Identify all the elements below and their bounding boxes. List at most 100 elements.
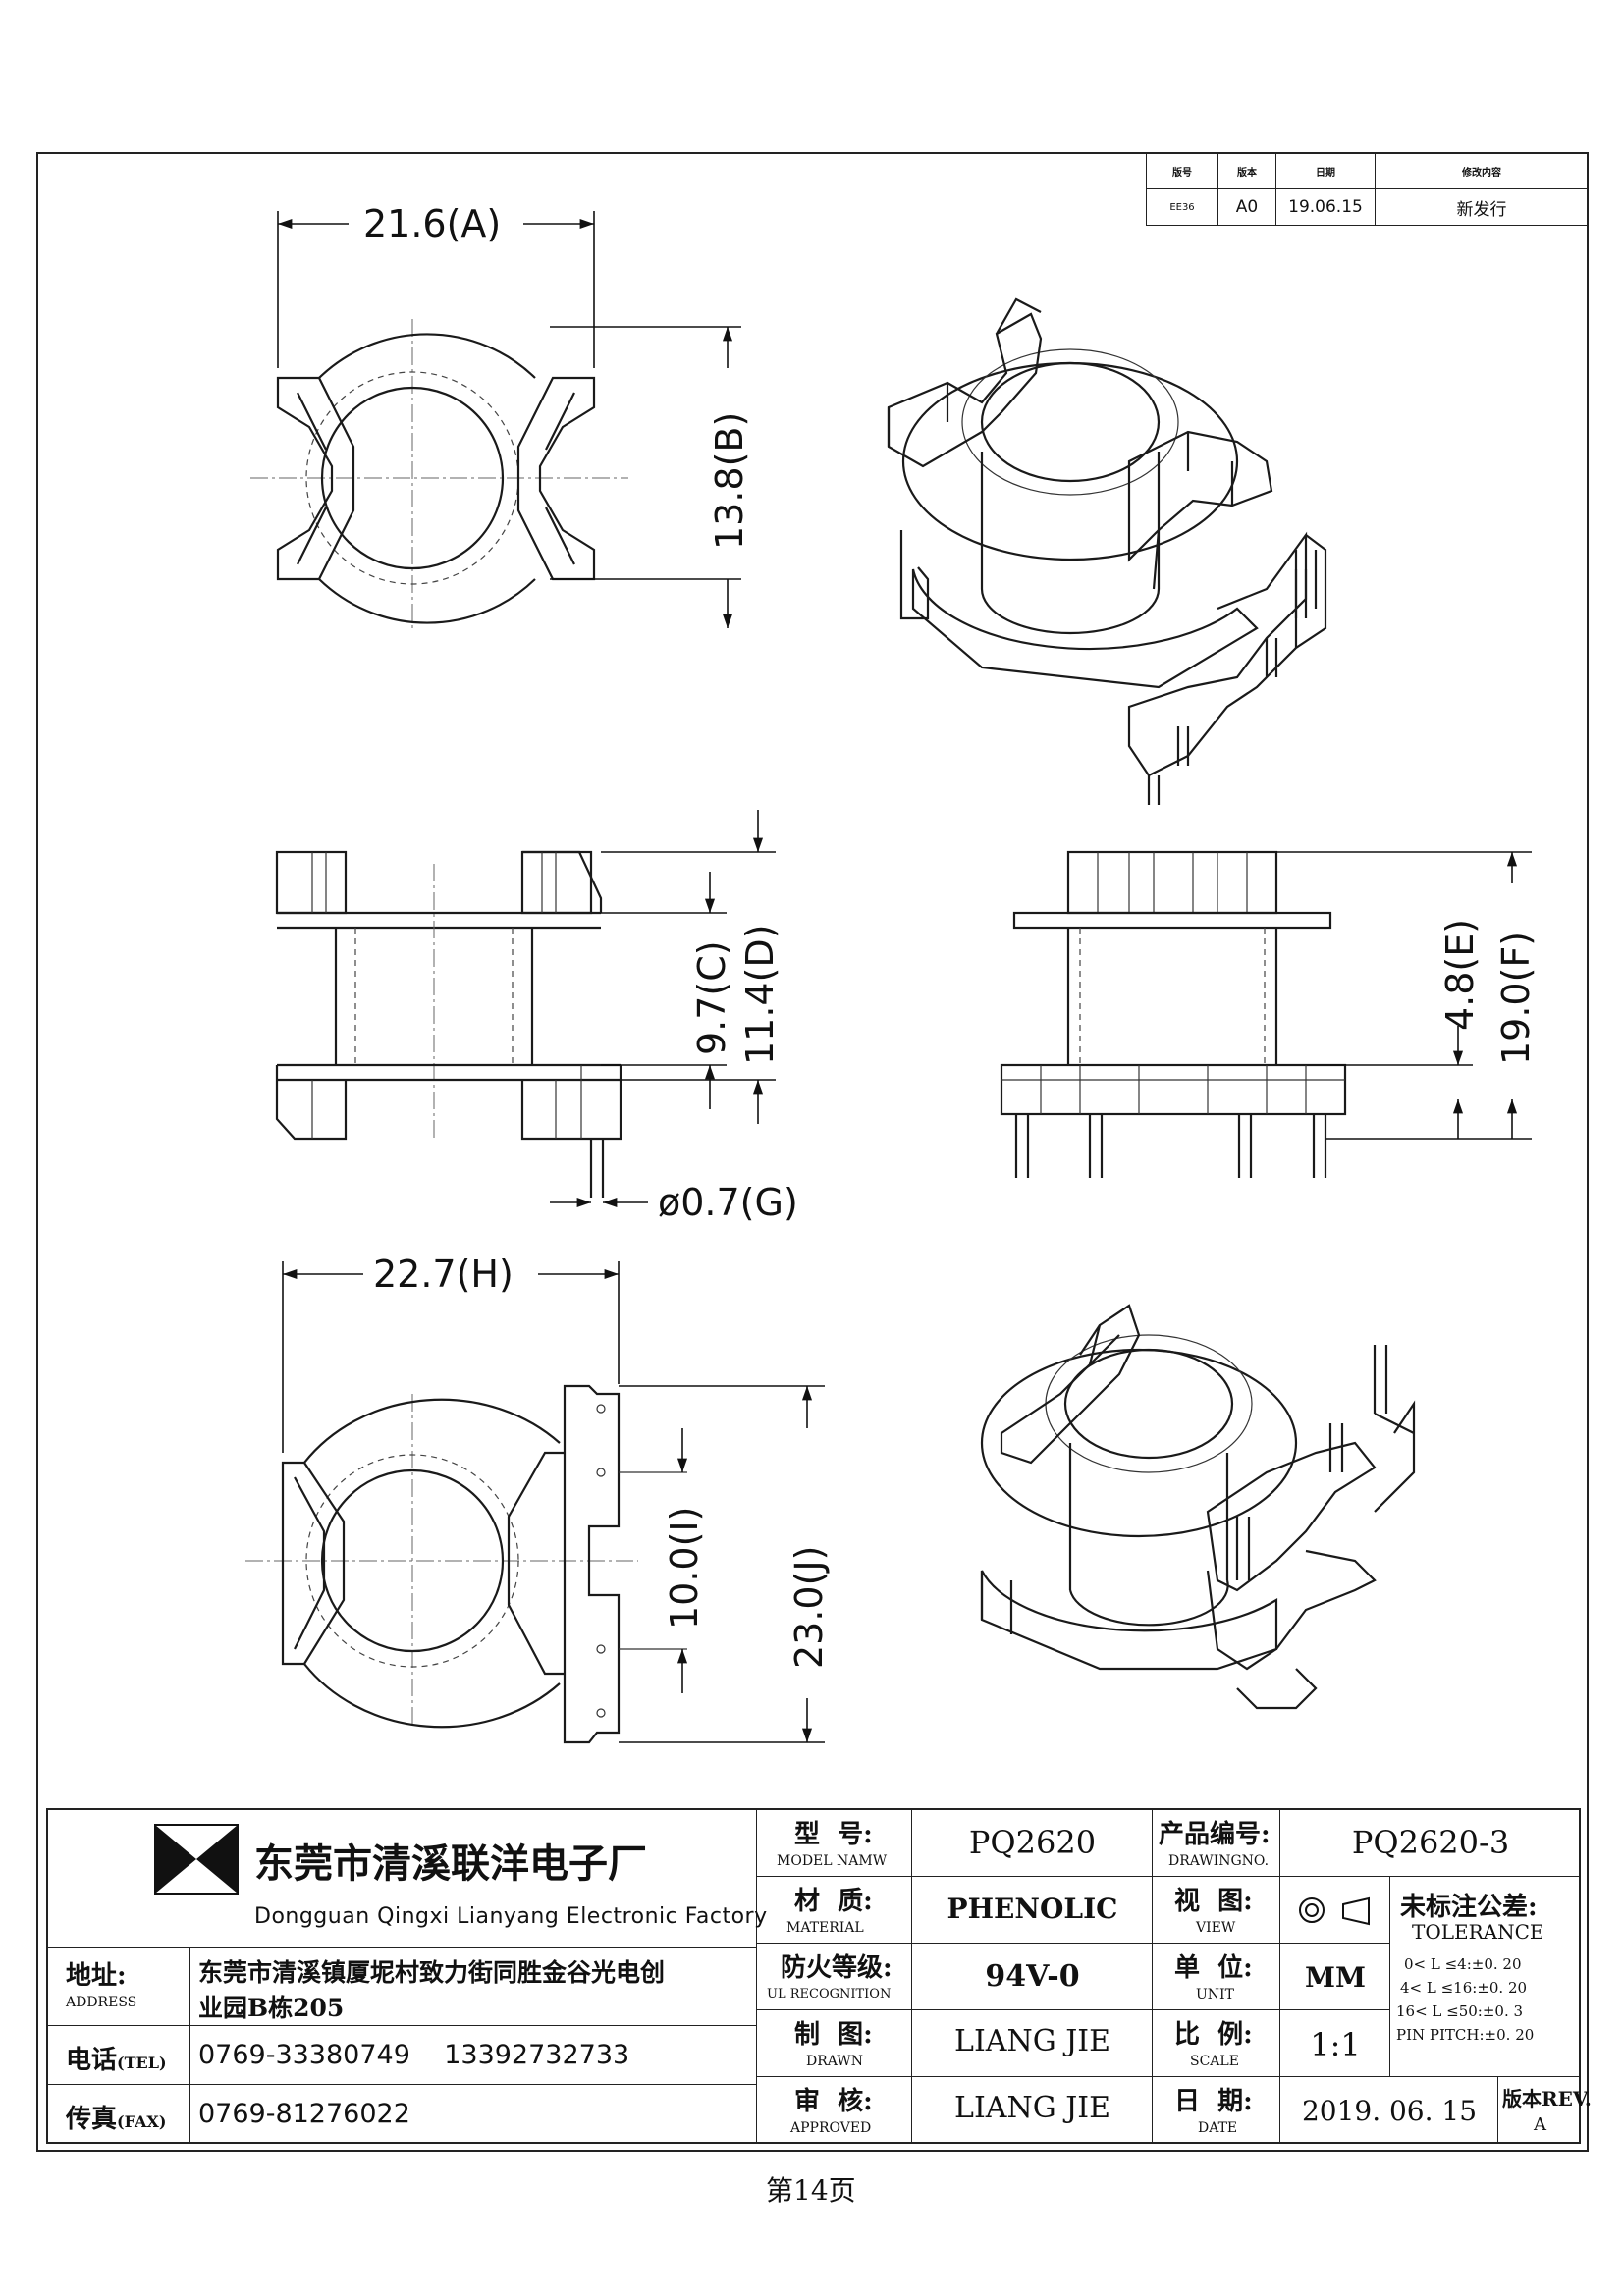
model-label-cn: 型 号: [794, 1820, 873, 1849]
approved-label-en: APPROVED [790, 2120, 872, 2136]
drawingno-value: PQ2620-3 [1351, 1824, 1510, 1861]
material-label-cn: 材 质: [794, 1887, 873, 1916]
tel-value-cell: 0769-33380749 13392732733 [190, 2026, 757, 2085]
unit-label-cn: 单 位: [1174, 1953, 1253, 1983]
company-name-cn: 东莞市清溪联洋电子厂 [254, 1841, 647, 1887]
tolerance-line-4: PIN PITCH:±0. 20 [1396, 2026, 1535, 2044]
material-label-en: MATERIAL [786, 1920, 864, 1936]
top-view: 21.6(A) 13.8(B) [250, 202, 751, 628]
tel-value: 0769-33380749 13392732733 [198, 2040, 630, 2070]
dim-e-label: 4.8(E) [1438, 919, 1482, 1031]
fire-label-en: UL RECOGNITION [767, 1987, 892, 2002]
unit-value-cell: MM [1280, 1944, 1390, 2010]
tolerance-label-en: TOLERANCE [1412, 1920, 1544, 1944]
drawn-label-cell: 制 图: DRAWN [757, 2010, 912, 2077]
rev-value: A [1534, 2114, 1546, 2135]
drawn-label-en: DRAWN [806, 2054, 863, 2069]
tolerance-line-2: 4< L ≤16:±0. 20 [1400, 1979, 1528, 1997]
isometric-view-1 [887, 297, 1327, 805]
fire-value: 94V-0 [985, 1959, 1080, 1994]
page-number: 第14页 [766, 2174, 856, 2207]
model-value: PQ2620 [968, 1824, 1097, 1861]
drawing-frame [36, 152, 1589, 2152]
scale-label-en: SCALE [1190, 2054, 1239, 2069]
address-label-cell: 地址: ADDRESS [48, 1948, 190, 2026]
fax-label-cn: 传真 [66, 2105, 118, 2134]
unit-label-cell: 单 位: UNIT [1153, 1944, 1280, 2010]
dim-f-label: 19.0(F) [1494, 932, 1538, 1065]
projection-symbol-icon [1299, 1896, 1370, 1926]
technical-drawing: 21.6(A) 13.8(B) [245, 202, 1538, 1744]
drawingno-label-cn: 产品编号: [1159, 1820, 1271, 1849]
fax-label-en: (FAX) [117, 2112, 167, 2131]
drawingno-value-cell: PQ2620-3 [1280, 1810, 1581, 1877]
rev-cell: 版本REV. A [1498, 2077, 1592, 2144]
fax-value: 0769-81276022 [198, 2099, 410, 2129]
dim-h-label: 22.7(H) [373, 1253, 514, 1296]
bottom-view: 22.7(H) 10.0(I) 23.0(J) [245, 1253, 831, 1744]
scale-label-cell: 比 例: SCALE [1153, 2010, 1280, 2077]
company-name-en: Dongguan Qingxi Lianyang Electronic Fact… [254, 1904, 768, 1929]
dim-b-label: 13.8(B) [708, 412, 751, 550]
side-view-right: 4.8(E) 19.0(F) [1000, 850, 1538, 1178]
drawingno-label-cell: 产品编号: DRAWINGNO. [1153, 1810, 1280, 1877]
tolerance-line-1: 0< L ≤4:±0. 20 [1404, 1955, 1522, 1973]
address-label-en: ADDRESS [66, 1995, 137, 2010]
date-label-cell: 日 期: DATE [1153, 2077, 1280, 2144]
date-label-en: DATE [1198, 2120, 1238, 2136]
scale-label-cn: 比 例: [1174, 2020, 1253, 2050]
model-value-cell: PQ2620 [912, 1810, 1153, 1877]
address-line1: 东莞市清溪镇厦坭村致力街同胜金谷光电创 [198, 1958, 666, 1987]
dim-a-label: 21.6(A) [363, 202, 501, 245]
rev-date: 19.06.15 [1275, 188, 1376, 226]
address-value-cell: 东莞市清溪镇厦坭村致力街同胜金谷光电创 业园B栋205 [190, 1948, 757, 2026]
drawingno-label-en: DRAWINGNO. [1168, 1853, 1270, 1869]
drawn-label-cn: 制 图: [794, 2020, 873, 2050]
revision-table: 版号 版本 日期 修改内容 EE36 A0 19.06.15 新发行 [1146, 152, 1589, 226]
tel-label-cell: 电话(TEL) [48, 2026, 190, 2085]
side-view-left: 9.7(C) 11.4(D) ø0.7(G) [275, 810, 798, 1224]
company-logo [154, 1824, 239, 1895]
view-label-cell: 视 图: VIEW [1153, 1877, 1280, 1944]
material-value-cell: PHENOLIC [912, 1877, 1153, 1944]
approved-value: LIANG JIE [954, 2091, 1110, 2125]
view-label-cn: 视 图: [1174, 1887, 1253, 1916]
dim-d-label: 11.4(D) [738, 924, 782, 1065]
fax-value-cell: 0769-81276022 [190, 2085, 757, 2144]
dim-i-label: 10.0(I) [663, 1507, 706, 1629]
date-value: 2019. 06. 15 [1301, 2095, 1478, 2127]
fire-value-cell: 94V-0 [912, 1944, 1153, 2010]
unit-label-en: UNIT [1196, 1987, 1234, 2002]
approved-value-cell: LIANG JIE [912, 2077, 1153, 2144]
model-label-en: MODEL NAMW [777, 1853, 888, 1869]
tolerance-cell: 未标注公差: TOLERANCE 0< L ≤4:±0. 20 4< L ≤16… [1390, 1877, 1581, 2077]
company-cell: 东莞市清溪联洋电子厂 Dongguan Qingxi Lianyang Elec… [48, 1810, 767, 1948]
isometric-view-2 [980, 1304, 1416, 1710]
rev-header-version: 版本 [1217, 152, 1276, 189]
rev-no: EE36 [1146, 188, 1218, 226]
tolerance-line-3: 16< L ≤50:±0. 3 [1396, 2002, 1524, 2020]
date-value-cell: 2019. 06. 15 [1280, 2077, 1498, 2144]
approved-label-cn: 审 核: [794, 2087, 873, 2116]
fire-label-cell: 防火等级: UL RECOGNITION [757, 1944, 912, 2010]
fax-label-cell: 传真(FAX) [48, 2085, 190, 2144]
rev-content: 新发行 [1375, 188, 1589, 226]
drawn-value: LIANG JIE [954, 2024, 1110, 2058]
address-line2: 业园B栋205 [198, 1994, 345, 2022]
drawn-value-cell: LIANG JIE [912, 2010, 1153, 2077]
tolerance-label-cn: 未标注公差: [1400, 1893, 1538, 1922]
unit-value: MM [1305, 1961, 1366, 1994]
date-label-cn: 日 期: [1174, 2087, 1253, 2116]
material-label-cell: 材 质: MATERIAL [757, 1877, 912, 1944]
model-label-cell: 型 号: MODEL NAMW [757, 1810, 912, 1877]
fire-label-cn: 防火等级: [781, 1953, 893, 1983]
material-value: PHENOLIC [947, 1893, 1118, 1925]
dim-g-label: ø0.7(G) [658, 1181, 798, 1224]
tel-label-en: (TEL) [117, 2054, 167, 2072]
approved-label-cell: 审 核: APPROVED [757, 2077, 912, 2144]
view-label-en: VIEW [1196, 1920, 1236, 1936]
dim-j-label: 23.0(J) [787, 1546, 831, 1669]
view-symbol-cell [1280, 1877, 1390, 1944]
rev-label: 版本REV. [1502, 2087, 1592, 2110]
dim-c-label: 9.7(C) [690, 940, 733, 1055]
